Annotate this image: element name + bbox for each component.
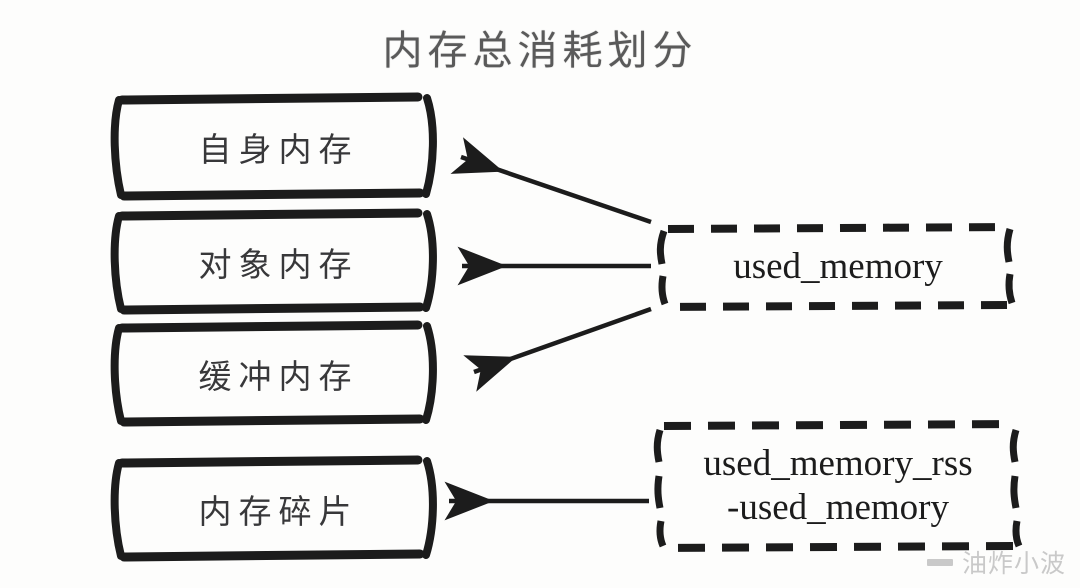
box-text-memory-fragment: 内存碎片 [198, 492, 359, 531]
box-frame-object-memory [110, 208, 437, 315]
box-frame-buffer-memory [110, 320, 437, 427]
metric-text-used-memory-rss: used_memory_rss [703, 443, 973, 485]
box-frame-used-memory-rss-diff [653, 420, 1023, 552]
page-title: 内存总消耗划分 [0, 18, 1080, 76]
box-frame-memory-fragment [110, 455, 437, 562]
watermark-text: 油炸小波 [961, 549, 1066, 578]
page-title-text: 内存总消耗划分 [382, 28, 698, 74]
box-text-self-memory: 自身内存 [198, 130, 359, 169]
watermark-dash-icon [926, 558, 953, 566]
metric-text-used-memory: used_memory [733, 246, 943, 288]
box-label-buffer-memory: 缓冲内存 [119, 326, 431, 422]
metric-text-minus-used-memory: -used_memory [727, 487, 949, 528]
box-label-self-memory: 自身内存 [119, 98, 431, 196]
box-label-memory-fragment: 内存碎片 [119, 461, 431, 557]
arrow-used-memory-to-self-memory [450, 137, 652, 225]
box-text-object-memory: 对象内存 [198, 245, 359, 284]
watermark: 油炸小波 [926, 544, 1066, 580]
box-frame-self-memory [110, 92, 437, 201]
box-label-used-memory: used_memory [663, 227, 1013, 307]
box-frame-used-memory [656, 223, 1016, 311]
arrow-used-memory-to-buffer-memory [463, 306, 652, 392]
box-text-buffer-memory: 缓冲内存 [198, 357, 359, 396]
box-label-object-memory: 对象内存 [119, 214, 431, 310]
box-label-used-memory-rss-diff: used_memory_rss -used_memory [659, 424, 1017, 548]
